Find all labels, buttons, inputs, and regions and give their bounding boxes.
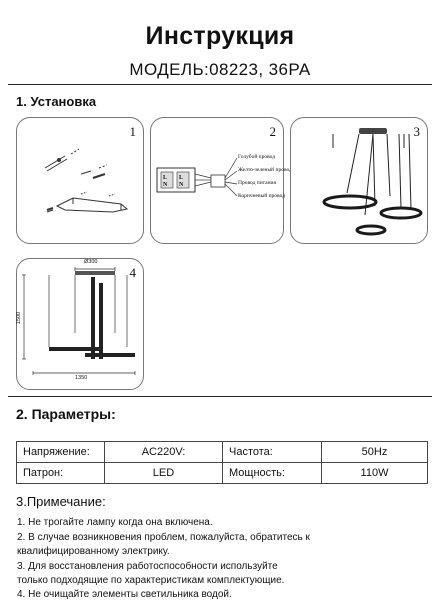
- panel-number: 4: [129, 265, 137, 280]
- install-panel-2: 2 L N L N Голубой провод Желто-зеленый п…: [150, 117, 292, 244]
- model-number: МОДЕЛЬ:08223, 36PA: [129, 60, 311, 79]
- section-divider: [8, 396, 432, 397]
- terminal-label-l: L: [179, 175, 184, 181]
- ring-chandelier-illustration: [322, 128, 423, 236]
- terminal-label-n: N: [179, 182, 184, 188]
- param-value: AC220V:: [104, 441, 223, 463]
- note-line: 1. Не трогайте лампу когда она включена.: [17, 517, 213, 528]
- param-value: 50Hz: [321, 441, 428, 463]
- panel-number: 3: [413, 124, 421, 139]
- wire-label-yellow-green: Желто-зеленый провод: [238, 167, 292, 173]
- note-line: 2. В случае возникновения проблем, пожал…: [17, 532, 310, 543]
- dimension-drawing-illustration: [22, 267, 136, 375]
- wire-label-brown: Коричневый провод: [238, 193, 285, 199]
- wire-label-power: Провод питания: [238, 180, 277, 186]
- param-label: Напряжение:: [16, 441, 105, 463]
- terminal-label-l: L: [163, 175, 168, 181]
- param-label: Частота:: [222, 441, 322, 463]
- install-panel-3: 3: [290, 117, 428, 244]
- mounting-bracket-illustration: [44, 148, 129, 213]
- install-panel-4: 4 Ø300 1500 1350: [16, 258, 144, 390]
- param-label: Патрон:: [16, 462, 105, 484]
- panel-number: 2: [269, 124, 277, 139]
- wiring-diagram-illustration: [156, 157, 238, 197]
- document-title: Инструкция: [145, 22, 295, 50]
- note-line: 4. Не очищайте элементы светильника водо…: [17, 589, 232, 600]
- section-notes-title: 3.Примечание:: [16, 494, 106, 509]
- note-line: 3. Для восстановления работоспособности …: [17, 561, 278, 572]
- note-line: только подходящие по характеристикам ком…: [17, 575, 285, 586]
- install-panel-1: 1: [16, 117, 144, 244]
- header-divider: [8, 84, 432, 85]
- terminal-label-n: N: [163, 182, 168, 188]
- dimension-top: Ø300: [84, 259, 98, 265]
- section-parameters-title: 2. Параметры:: [16, 406, 116, 422]
- param-label: Мощность:: [222, 462, 322, 484]
- panel-number: 1: [129, 124, 137, 139]
- table-row: Патрон: LED Мощность: 110W: [16, 462, 428, 484]
- note-line: квалифицированному электрику.: [17, 546, 170, 557]
- wire-label-blue: Голубой провод: [238, 154, 276, 160]
- param-value: LED: [104, 462, 223, 484]
- parameters-table: Напряжение: AC220V: Частота: 50Hz Патрон…: [16, 441, 428, 484]
- dimension-height: 1500: [16, 311, 23, 325]
- param-value: 110W: [321, 462, 428, 484]
- section-installation-title: 1. Установка: [16, 94, 97, 109]
- table-row: Напряжение: AC220V: Частота: 50Hz: [16, 441, 428, 463]
- dimension-width: 1350: [75, 375, 88, 381]
